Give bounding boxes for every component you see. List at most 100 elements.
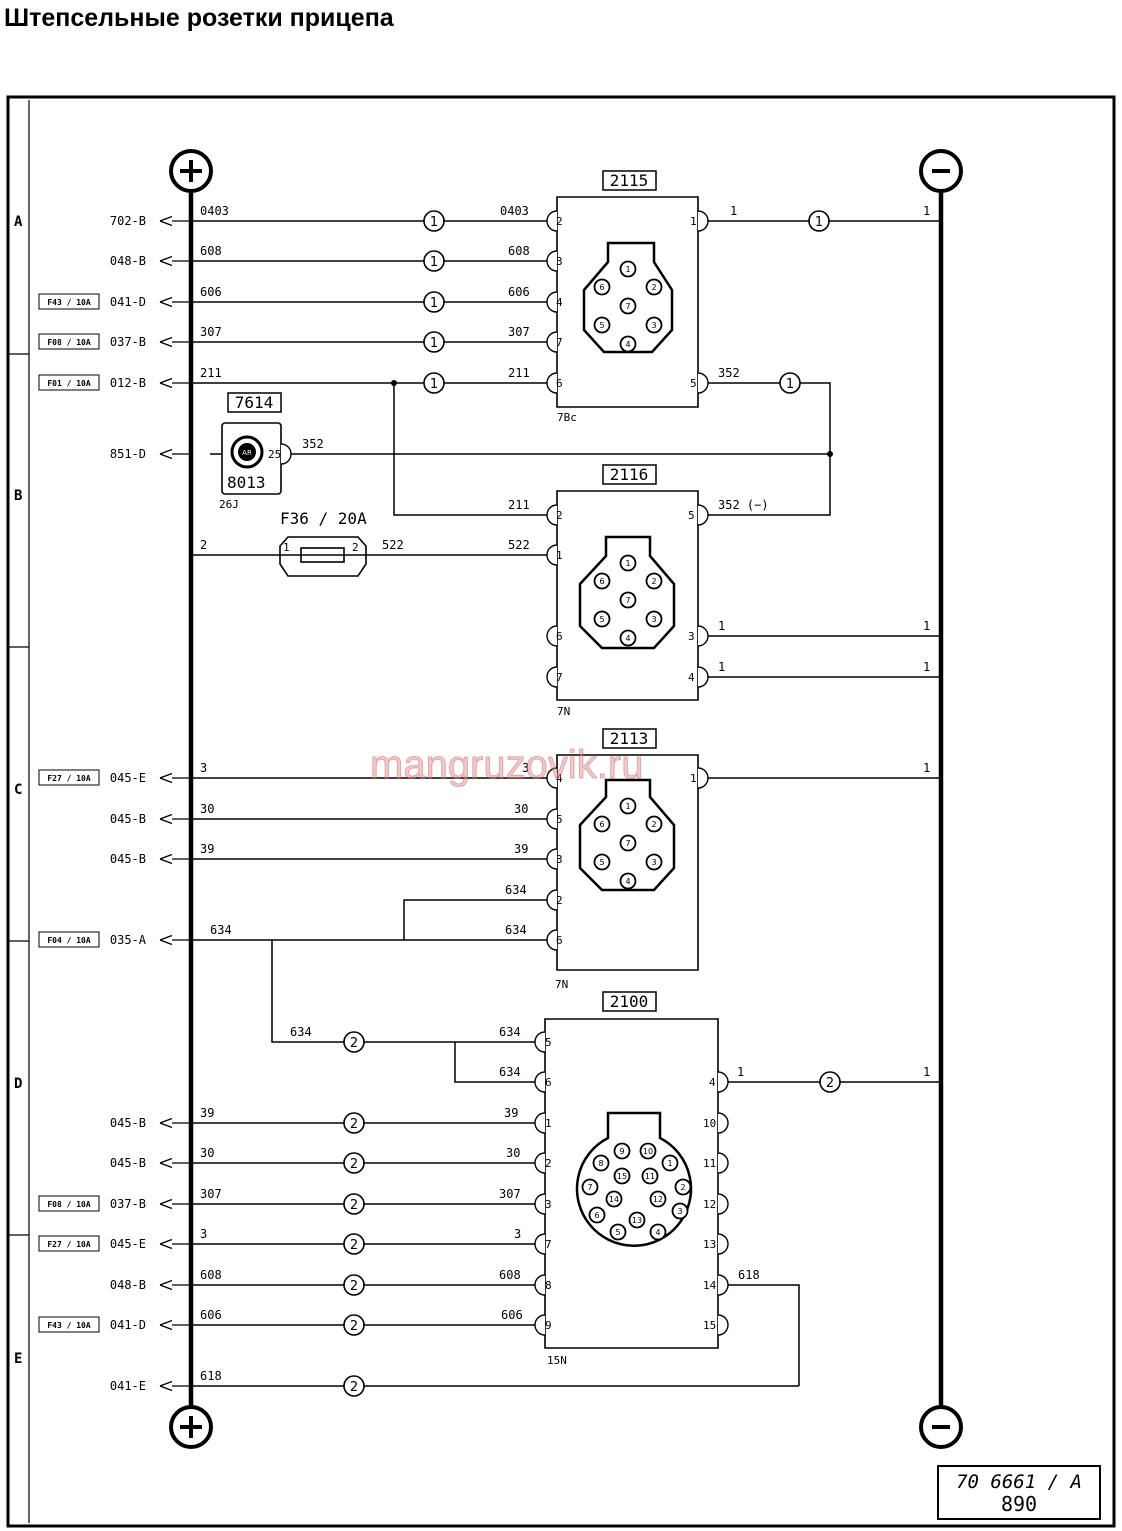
svg-text:3: 3 [688,630,695,643]
wire-label: 606 [508,285,530,299]
svg-text:4: 4 [556,772,563,785]
ref-label: 045-E [110,771,146,785]
svg-text:13: 13 [703,1238,716,1251]
wire-label: 39 [200,842,214,856]
svg-text:2113: 2113 [610,729,649,748]
svg-text:6: 6 [599,577,604,586]
component-7614: 7614 AR 8013 26J 25 [219,392,292,511]
svg-text:3: 3 [545,1198,552,1211]
svg-text:70 6661 / A: 70 6661 / A [956,1471,1082,1493]
svg-text:13: 13 [632,1216,642,1225]
svg-text:2: 2 [651,283,656,292]
svg-text:3: 3 [677,1207,682,1216]
svg-text:1: 1 [430,255,438,270]
wire-label: 608 [499,1268,521,1282]
fuse-tag-f27-a: F27 / 10A [38,769,100,786]
connector-2100: 2100 15N 9 10 8 1 15 11 7 2 14 12 6 3 13… [534,991,729,1367]
svg-text:2116: 2116 [610,465,649,484]
svg-text:5: 5 [688,509,695,522]
svg-text:2: 2 [350,1319,358,1334]
wire-label: 39 [200,1106,214,1120]
ref-label: 702-B [110,214,146,228]
svg-text:5: 5 [545,1036,552,1049]
svg-text:F43 / 10A: F43 / 10A [47,1321,91,1330]
svg-text:2100: 2100 [610,992,649,1011]
svg-text:F08 / 10A: F08 / 10A [47,338,91,347]
wire-label: 1 [923,660,930,674]
svg-text:8013: 8013 [227,473,266,492]
wire-label: 30 [506,1146,520,1160]
wire-label: 2 [200,538,207,552]
ref-label: 041-D [110,1318,146,1332]
fuse-tag-f01: F01 / 10A [38,374,100,391]
svg-text:5: 5 [599,615,604,624]
svg-text:6: 6 [556,377,563,390]
svg-text:4: 4 [688,671,695,684]
svg-text:5: 5 [599,321,604,330]
ref-label: 037-B [110,1197,146,1211]
fuse-tag-f08-a: F08 / 10A [38,333,100,350]
svg-text:15N: 15N [547,1354,567,1367]
wire-label: 3 [514,1227,521,1241]
svg-text:2: 2 [350,1157,358,1172]
svg-text:2115: 2115 [610,171,649,190]
wire-label: 634 [499,1065,521,1079]
cavity-icons: 1 6 2 7 5 3 4 [593,260,663,353]
ref-label: 045-B [110,1116,146,1130]
svg-text:F27 / 10A: F27 / 10A [47,774,91,783]
ref-label: 012-B [110,376,146,390]
wire-label: 1 [718,619,725,633]
wire-label: 522 [382,538,404,552]
wire-label: 0403 [500,204,529,218]
wire-label: 634 [505,883,527,897]
svg-text:2: 2 [350,1380,358,1395]
ref-label: 851-D [110,447,146,461]
wire-label: 522 [508,538,530,552]
positive-terminal-top-icon [169,149,213,193]
svg-text:F43 / 10A: F43 / 10A [47,298,91,307]
junction-dot [827,451,833,457]
wire-label: 1 [923,1065,930,1079]
svg-text:1: 1 [690,772,697,785]
wire-label: 352 (−) [718,498,769,512]
svg-text:12: 12 [703,1198,716,1211]
wire-label: 211 [508,366,530,380]
svg-text:1: 1 [815,215,823,230]
svg-text:8: 8 [545,1279,552,1292]
svg-text:5: 5 [615,1228,620,1237]
svg-text:25: 25 [268,448,281,461]
watermark: mangruzovik.ru [370,743,643,787]
svg-text:7: 7 [587,1183,592,1192]
wire-label: 634 [210,923,232,937]
svg-text:7Bc: 7Bc [557,411,577,424]
wire-label: 1 [923,761,930,775]
svg-text:2: 2 [350,1117,358,1132]
svg-text:7: 7 [556,671,563,684]
wire-label: 211 [200,366,222,380]
wire-label: 3 [200,1227,207,1241]
fuse-tag-f08-b: F08 / 10A [38,1195,100,1212]
wire-label: 39 [504,1106,518,1120]
svg-text:11: 11 [703,1157,716,1170]
ref-label: 048-B [110,1278,146,1292]
ref-label: 041-E [110,1379,146,1393]
svg-text:3: 3 [651,615,656,624]
wire-label: 30 [514,802,528,816]
wire-label: 608 [200,1268,222,1282]
svg-text:6: 6 [599,820,604,829]
svg-text:2: 2 [651,577,656,586]
connector-2113: 2113 7N 1 6 2 7 5 3 4 4 5 3 2 6 1 [546,728,709,991]
svg-text:F04 / 10A: F04 / 10A [47,936,91,945]
wire-label: 0403 [200,204,229,218]
wire-label: 608 [200,244,222,258]
bubble-markers: 1 1 1 1 1 1 1 2 2 2 2 2 2 2 2 2 [343,210,841,1397]
svg-text:3: 3 [651,858,656,867]
svg-text:11: 11 [645,1172,655,1181]
wire-label: 211 [508,498,530,512]
wire-label: 352 [718,366,740,380]
svg-text:4: 4 [625,877,630,886]
wire-label: 307 [200,325,222,339]
connector-2115: 2115 7Bc 1 6 2 7 5 3 4 2 3 4 7 6 1 5 [546,170,709,424]
svg-text:890: 890 [1001,1492,1037,1516]
